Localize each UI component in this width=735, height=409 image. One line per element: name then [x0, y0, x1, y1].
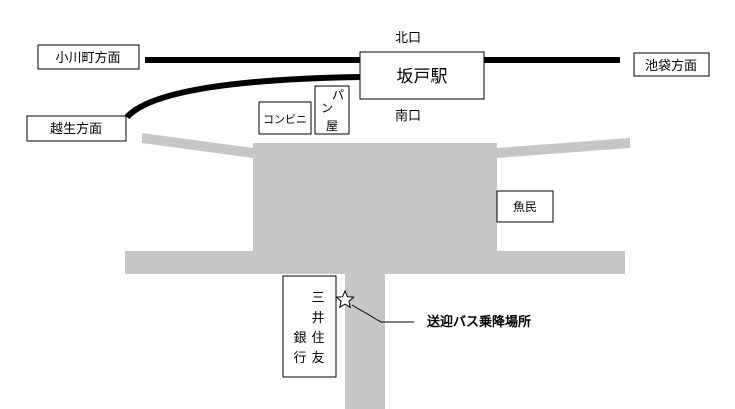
- ikebukuro-direction-label: 池袋方面: [645, 58, 697, 74]
- station: 坂戸駅 北口 南口: [359, 31, 485, 124]
- bank-box: [282, 275, 337, 378]
- road-west-branch: [142, 133, 253, 158]
- bakery-label-char-3: 屋: [326, 119, 338, 133]
- roads: [125, 133, 630, 409]
- direction-labels: 小川町方面 池袋方面 越生方面: [26, 44, 710, 142]
- north-exit-label: 北口: [395, 31, 421, 46]
- railway-ogose-line: [124, 74, 363, 120]
- road-east-branch: [497, 138, 630, 158]
- convenience-store-box: [258, 101, 312, 135]
- uotami-label: 魚民: [513, 200, 537, 214]
- bakery-label-char-2: ン: [321, 101, 333, 115]
- station-name: 坂戸駅: [397, 67, 448, 87]
- uotami-box: [496, 190, 554, 223]
- bus-stop: 送迎バス乗降場所: [335, 289, 531, 330]
- ogose-direction-box: [26, 115, 127, 142]
- bank-label-col1-char-1: 三: [311, 291, 324, 306]
- shops: コンビニ パ ン 屋 魚民: [258, 85, 554, 223]
- ogawamachi-direction-box: [37, 44, 140, 70]
- bank: 三 井 住 友 銀 行: [282, 275, 337, 378]
- bus-stop-leader-line: [351, 304, 414, 323]
- convenience-store-label: コンビニ: [263, 113, 307, 126]
- bank-label-col1-char-3: 住: [311, 331, 324, 346]
- station-building: [359, 51, 485, 100]
- bank-label-col2-char-2: 行: [293, 351, 306, 366]
- bakery-label-char-1: パ: [332, 88, 344, 102]
- bakery-box: [314, 85, 350, 135]
- ogawamachi-direction-label: 小川町方面: [55, 50, 120, 66]
- south-exit-label: 南口: [395, 108, 421, 124]
- bus-stop-label: 送迎バス乗降場所: [426, 314, 531, 330]
- ikebukuro-direction-box: [633, 52, 710, 77]
- road-south: [345, 270, 385, 409]
- star-icon: [335, 289, 355, 309]
- bank-label-col1-char-4: 友: [311, 350, 324, 366]
- road-plaza: [253, 143, 497, 252]
- road-horizontal: [125, 251, 625, 274]
- ogose-direction-label: 越生方面: [50, 121, 102, 137]
- bank-label-col2-char-1: 銀: [293, 331, 306, 346]
- bank-label-col1-char-2: 井: [311, 311, 324, 326]
